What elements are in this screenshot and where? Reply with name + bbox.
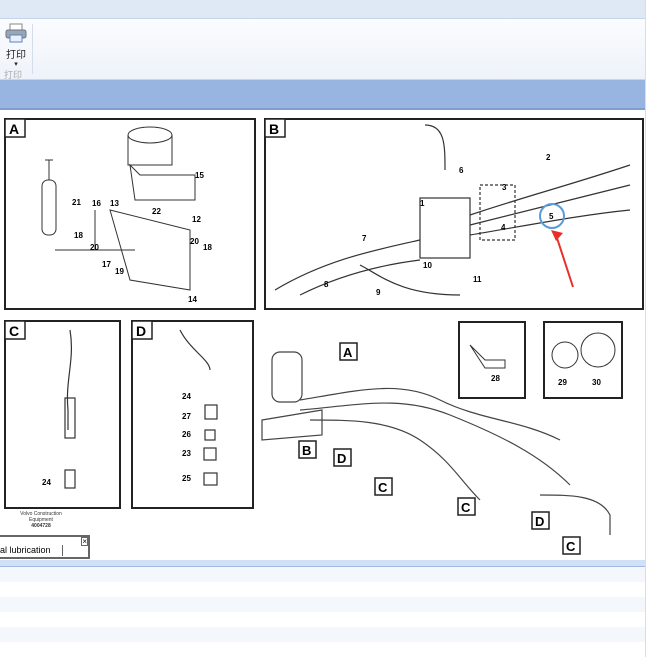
part-num: 27 (182, 412, 191, 421)
list-row[interactable] (0, 597, 645, 612)
window-edge (645, 0, 651, 657)
list-row[interactable] (0, 582, 645, 597)
part-num: 18 (203, 243, 212, 252)
part-num: 3 (502, 183, 507, 192)
highlight-circle (539, 203, 565, 229)
ribbon-group-label: 打印 (4, 70, 23, 80)
panel-c-part-num: 24 (42, 478, 51, 487)
result-list (0, 567, 645, 657)
part-num: 29 (558, 378, 567, 387)
part-num: 9 (376, 288, 381, 297)
part-29-30-frame (543, 321, 623, 399)
title-bar (0, 0, 645, 19)
panel-label-d: D (136, 323, 146, 339)
part-num: 11 (473, 275, 482, 284)
printer-icon (5, 23, 27, 43)
list-row[interactable] (0, 642, 645, 657)
part-num: 13 (110, 199, 119, 208)
part-num: 25 (182, 474, 191, 483)
callout-c: C (461, 500, 471, 515)
ribbon: 打印 ▾ 打印 (0, 19, 645, 80)
section-header-bar (0, 80, 645, 110)
panel-d-frame (131, 320, 254, 509)
part-num: 1 (420, 199, 425, 208)
part-num: 4 (501, 223, 506, 232)
part-num: 15 (195, 171, 204, 180)
part-num: 21 (72, 198, 81, 207)
panel-label-a: A (9, 121, 19, 137)
part-num: 20 (190, 237, 199, 246)
ribbon-separator (32, 24, 33, 74)
part-num: 26 (182, 430, 191, 439)
close-icon[interactable]: × (81, 537, 88, 546)
title-block: al lubrication × (0, 535, 90, 559)
brand-line: Equipment (29, 517, 53, 523)
part-num: 2 (546, 153, 551, 162)
parts-diagram-viewer: A B C D 21 16 13 15 22 12 18 20 17 19 20… (0, 110, 645, 562)
panel-a-part-numbers: 21 16 13 15 22 12 18 20 17 19 20 18 14 (72, 171, 212, 304)
part-num: 10 (423, 261, 432, 270)
part-num: 20 (90, 243, 99, 252)
part-num: 17 (102, 260, 111, 269)
title-text: al lubrication (0, 545, 63, 556)
part-num: 30 (592, 378, 601, 387)
part-num: 12 (192, 215, 201, 224)
panel-label-b: B (269, 121, 279, 137)
red-arrowhead (551, 230, 563, 241)
print-button[interactable]: 打印 ▾ (3, 23, 29, 68)
content-bottom-border (0, 560, 645, 567)
print-label: 打印 (6, 50, 26, 61)
panel-label-c: C (9, 323, 19, 339)
brand-block: Volvo Construction Equipment 4004728 (10, 511, 72, 529)
callout-d: D (337, 451, 346, 466)
list-row[interactable] (0, 612, 645, 627)
list-row[interactable] (0, 567, 645, 582)
part-28-frame (458, 321, 526, 399)
part-num: 18 (74, 231, 83, 240)
list-row[interactable] (0, 627, 645, 642)
callout-c: C (566, 539, 576, 554)
part-num: 16 (92, 199, 101, 208)
panel-a-frame (4, 118, 256, 310)
part-num: 8 (324, 280, 329, 289)
part-num: 5 (549, 212, 554, 221)
part-num: 22 (152, 207, 161, 216)
part-num: 6 (459, 166, 464, 175)
panel-b-part-numbers: 6 1 2 3 4 5 7 10 8 9 11 (324, 153, 554, 297)
callout-b: B (302, 443, 311, 458)
part-num: 14 (188, 295, 197, 304)
callout-a: A (343, 345, 353, 360)
part-num: 7 (362, 234, 367, 243)
doc-number: 4004728 (31, 523, 51, 529)
brand-line: Volvo Construction (20, 511, 62, 517)
callout-d: D (535, 514, 544, 529)
red-arrow (556, 237, 574, 288)
parts-diagram: A B C D 21 16 13 15 22 12 18 20 17 19 20… (4, 118, 644, 555)
part-num: 23 (182, 449, 191, 458)
print-dropdown-arrow[interactable]: ▾ (14, 61, 18, 68)
panel-c-frame (4, 320, 121, 509)
part-num: 28 (491, 374, 500, 383)
part-num: 24 (182, 392, 191, 401)
panel-b-frame (264, 118, 644, 310)
part-num: 19 (115, 267, 124, 276)
callout-c: C (378, 480, 388, 495)
